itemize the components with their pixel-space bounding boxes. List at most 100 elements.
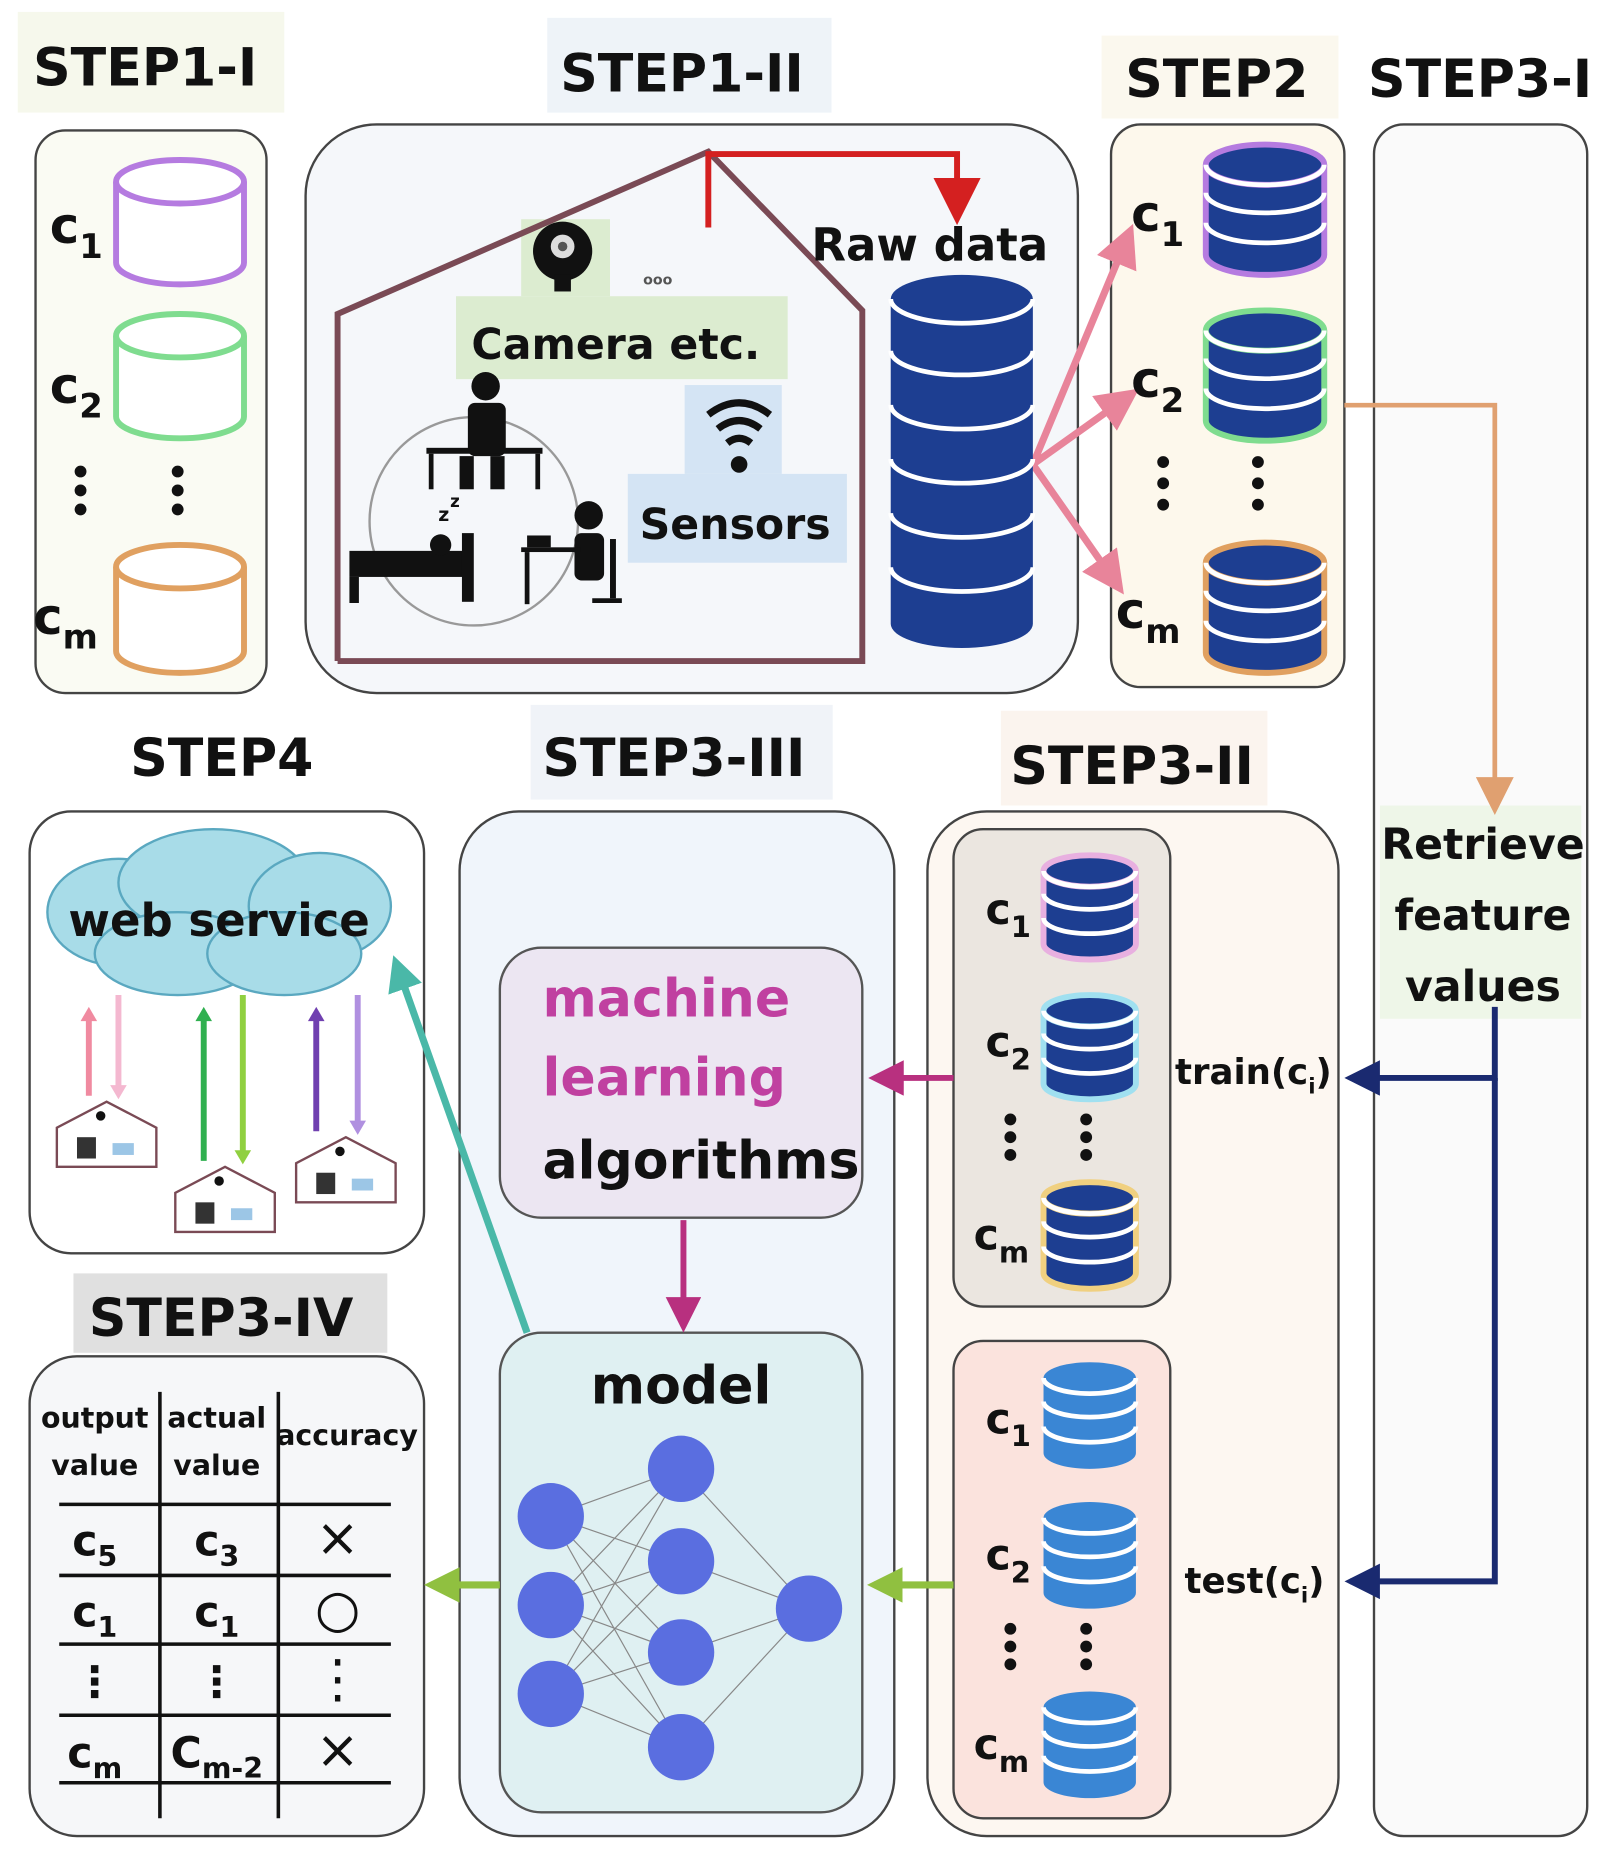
- nn-edge: [550, 1515, 682, 1748]
- header-output-1: output: [41, 1401, 148, 1434]
- step2-label: STEP2: [1125, 50, 1308, 110]
- train-class-2-label: c2: [985, 1018, 1030, 1077]
- ml-line3: algorithms: [542, 1132, 859, 1192]
- step3-i-label: STEP3-I: [1368, 50, 1592, 110]
- nn-node: [775, 1575, 843, 1642]
- model-label: model: [591, 1357, 772, 1417]
- ellipsis-dots: [1004, 1622, 1017, 1671]
- class-1-empty-db-icon: [113, 157, 247, 288]
- step3-iv-label: STEP3-IV: [89, 1289, 354, 1349]
- header-actual-2: value: [173, 1449, 260, 1482]
- arrow-to-retrieve: [1344, 402, 1514, 816]
- ellipsis-dots: [1080, 1622, 1093, 1671]
- client-home-icon: [55, 1100, 158, 1168]
- person-eating-icon: [426, 372, 543, 490]
- test-class-2-label: c2: [985, 1531, 1030, 1590]
- train-class-1-label: c1: [985, 885, 1030, 944]
- ml-line2: learning: [542, 1049, 785, 1109]
- class-2-label: c2: [50, 357, 103, 426]
- nn-node: [517, 1483, 584, 1550]
- train-class-m-label: cm: [974, 1211, 1029, 1270]
- arrow-to-class-1: [1029, 223, 1137, 466]
- test-class-m-label: cm: [974, 1720, 1029, 1779]
- camera-icon: [533, 221, 593, 292]
- nn-node: [647, 1435, 715, 1503]
- class-1-label: c1: [50, 197, 103, 266]
- nn-node: [517, 1660, 584, 1728]
- table-cell: c5: [72, 1516, 117, 1573]
- table-cell: c3: [194, 1516, 239, 1573]
- accuracy-mark: ○: [315, 1579, 360, 1639]
- arrow-to-test: [1344, 1077, 1498, 1600]
- ellipsis-dots: [1004, 1113, 1017, 1161]
- raw-data-arrow: [705, 151, 981, 228]
- class-m-db-icon: [1202, 539, 1328, 676]
- retrieve-line1: Retrieve: [1381, 820, 1584, 870]
- table-cell: c1: [72, 1587, 117, 1644]
- ellipsis-dots: [74, 465, 87, 516]
- table-cell: cm: [67, 1728, 122, 1785]
- table-cell: c1: [194, 1587, 239, 1644]
- train-class-m-db-icon: [1040, 1179, 1139, 1292]
- person-working-icon: [521, 501, 622, 605]
- arrow-model-to-web: [388, 955, 531, 1334]
- class-2-db-icon: [1202, 307, 1328, 444]
- step2-class-1-label: c1: [1131, 185, 1184, 254]
- svg-text:z: z: [438, 504, 449, 526]
- table-cell: ⋮: [73, 1657, 116, 1707]
- train-class-2-db-icon: [1040, 992, 1139, 1103]
- header-accuracy: accuracy: [276, 1419, 418, 1452]
- nn-node: [647, 1714, 715, 1781]
- class-m-empty-db-icon: [113, 541, 247, 676]
- step1-ii-label: STEP1-II: [560, 44, 804, 104]
- header-output-2: value: [51, 1449, 138, 1482]
- step2-class-2-label: c2: [1131, 351, 1184, 420]
- table-cell: ⋮: [195, 1657, 238, 1707]
- class-2-empty-db-icon: [113, 311, 247, 442]
- arrow-to-class-m: [1029, 462, 1124, 595]
- arrow-to-class-2: [1030, 388, 1140, 468]
- ml-algorithms-box: [498, 946, 864, 1219]
- ellipsis-dots: [1251, 456, 1264, 511]
- header-actual-1: actual: [167, 1401, 266, 1434]
- train-class-1-db-icon: [1040, 852, 1139, 963]
- test-class-1-db-icon: [1041, 1362, 1139, 1469]
- client-home-icon: [294, 1135, 397, 1204]
- ellipsis-dots: [171, 465, 184, 516]
- ellipsis-dots: [1080, 1113, 1093, 1161]
- accuracy-mark: ×: [316, 1508, 360, 1568]
- step3-ii-label: STEP3-II: [1010, 737, 1254, 797]
- ml-line1: machine: [542, 969, 790, 1029]
- step4-label: STEP4: [130, 729, 313, 789]
- web-service-label: web service: [68, 894, 369, 947]
- wifi-icon: [706, 399, 773, 473]
- retrieve-line3: values: [1405, 962, 1561, 1012]
- test-class-m-db-icon: [1041, 1691, 1139, 1799]
- nn-node: [517, 1571, 584, 1639]
- nn-edge: [550, 1468, 682, 1695]
- raw-data-label: Raw data: [811, 219, 1048, 272]
- raw-data-db-icon: [888, 274, 1036, 649]
- accuracy-mark: ⋮: [312, 1649, 364, 1709]
- train-label: train(ci): [1175, 1052, 1332, 1099]
- smart-home: ooo Camera etc. Sensors zz Raw data: [334, 148, 1048, 664]
- client-homes: [55, 995, 397, 1234]
- nn-node: [647, 1619, 715, 1686]
- test-class-1-label: c1: [985, 1394, 1030, 1453]
- step2-class-m-label: cm: [1116, 582, 1181, 651]
- cloud-icon: [46, 828, 393, 997]
- table-cell: Cm-2: [171, 1728, 263, 1785]
- svg-text:z: z: [450, 492, 460, 511]
- test-label: test(ci): [1184, 1561, 1324, 1608]
- class-m-label: cm: [33, 588, 98, 657]
- step3-iii-label: STEP3-III: [542, 729, 805, 789]
- neural-network-icon: [517, 1435, 843, 1781]
- accuracy-mark: ×: [316, 1720, 360, 1780]
- retrieve-line2: feature: [1395, 891, 1572, 941]
- nn-node: [647, 1528, 715, 1595]
- sensors-label: Sensors: [640, 500, 831, 550]
- client-home-icon: [174, 1165, 276, 1234]
- ellipsis-dots: [1157, 456, 1170, 511]
- accuracy-table: output value actual value accuracy c5 c3 ×…: [41, 1391, 418, 1819]
